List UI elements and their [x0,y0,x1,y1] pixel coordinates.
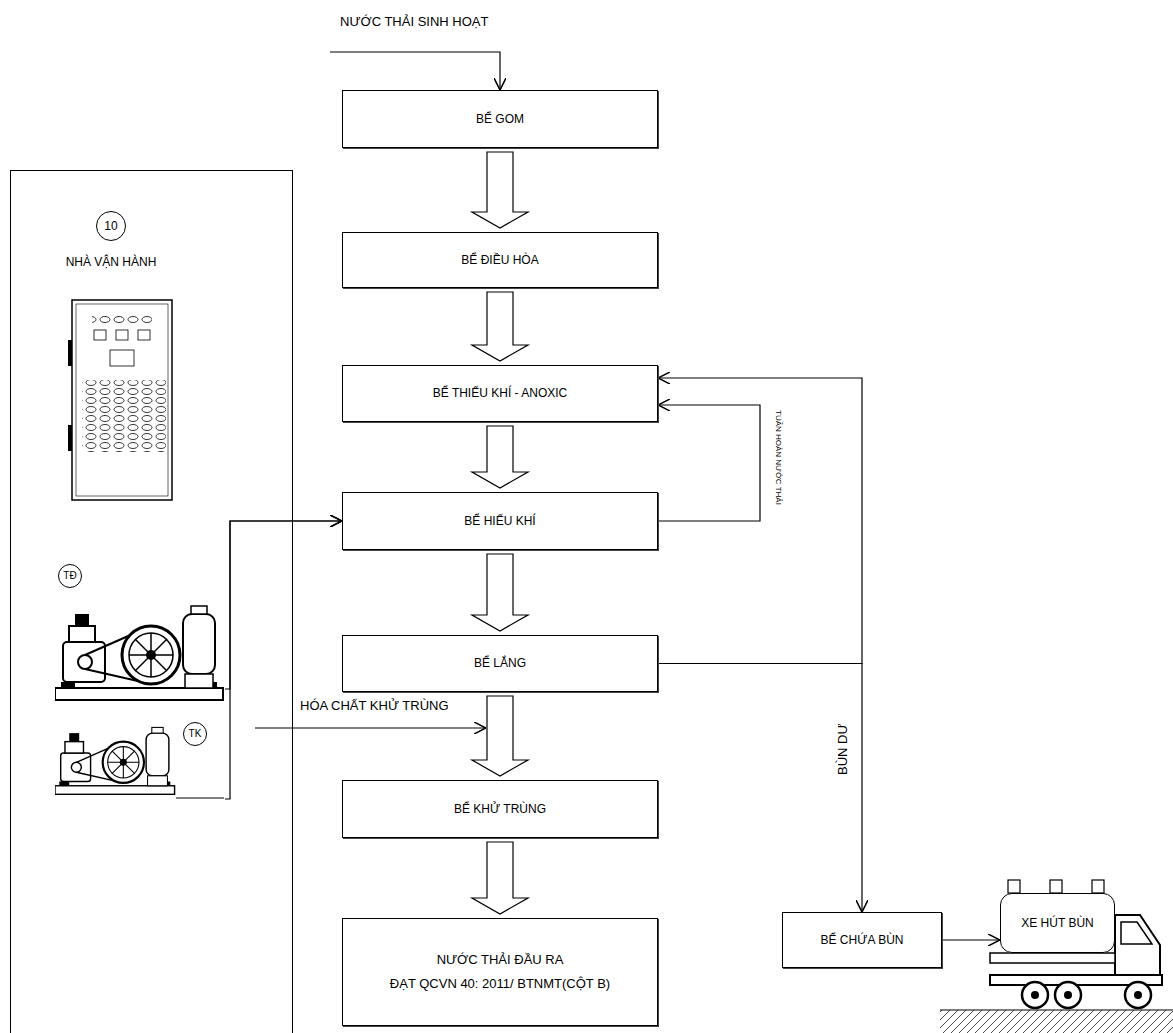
callout-number: 10 [96,211,126,241]
control-cabinet [68,300,172,500]
edge-label: BÙN DƯ [836,723,850,775]
drawing-part [1121,922,1152,944]
drawing-part [76,304,168,496]
node-label: BỂ LẮNG [474,656,526,671]
influent-line [330,52,500,90]
drawing-part [940,1010,1173,1033]
callout-number: TĐ [58,564,82,588]
drawing-part [330,52,500,90]
drawing-part [110,350,134,366]
drawing-part [68,425,72,451]
air-blower [55,606,223,700]
drawing-part [176,797,224,798]
connector-line [658,378,862,664]
drawing-part [1092,880,1104,893]
drawing-part [1064,991,1072,999]
process-box: BỂ THIẾU KHÍ - ANOXIC [342,365,658,422]
flow-arrow [472,696,528,776]
flow-arrow [472,842,528,914]
sludge-tank-box: BỂ CHỨA BÙN [782,912,942,968]
connector-line [225,521,342,689]
connector-line [942,939,1000,940]
drawing-part [72,300,172,500]
flow-arrow [472,292,528,361]
drawing-part [82,380,166,452]
output-box: NƯỚC THẢI ĐẦU RA ĐẠT QCVN 40: 2011/ BTNMT… [342,918,658,1026]
node-label: BỂ THIẾU KHÍ - ANOXIC [433,386,567,401]
process-box: BỂ HIẾU KHÍ [342,492,658,550]
connector-line [225,521,342,799]
drawing-part [1125,982,1151,1008]
ground-hatch [940,1010,1173,1033]
drawing-part [1050,880,1062,893]
node-label: NƯỚC THẢI ĐẦU RA [437,952,564,968]
drawing-part [1008,880,1020,893]
sludge-truck [990,880,1162,1008]
blower-unit: TĐ [31,556,225,706]
node-label: BỂ KHỬ TRÙNG [454,802,546,817]
drawing-part [116,330,128,340]
drawing-part [92,314,152,324]
edge-label: TUẦN HOÀN NƯỚC THẢI [773,410,782,505]
node-label: BỂ HIẾU KHÍ [464,514,535,529]
drawing-part [255,727,486,728]
process-box: BỂ GOM [342,90,658,148]
inflow-label: NƯỚC THẢI SINH HOẠT [340,14,488,29]
connector-line [658,405,760,521]
drawing-part [1031,991,1039,999]
callout-number: TK [183,722,207,746]
drawing-part [1134,991,1142,999]
process-box: BỂ LẮNG [342,635,658,692]
process-box: BỂ ĐIỀU HÒA [342,232,658,288]
blower-unit: TK [31,716,225,831]
operation-house: 10NHÀ VẬN HÀNH TĐ TK [10,170,293,1033]
process-box: BỂ KHỬ TRÙNG [342,780,658,838]
drawing-part [1022,982,1048,1008]
flow-arrow [472,152,528,228]
sludge-truck-tank: XE HÚT BÙN [1000,893,1115,953]
drawing-part [94,330,106,340]
node-label: BỂ CHỨA BÙN [821,933,904,948]
node-label: ĐẠT QCVN 40: 2011/ BTNMT(CỘT B) [390,976,610,992]
node-label: BỂ GOM [476,112,524,127]
drawing-part [55,606,223,700]
node-label: XE HÚT BÙN [1021,916,1093,931]
node-label: BỂ ĐIỀU HÒA [461,253,538,268]
chemical-line [255,728,486,729]
drawing-part [1055,982,1081,1008]
flow-arrow [472,426,528,488]
drawing-part [68,340,72,366]
connector-line [658,664,862,913]
drawing-part [55,727,175,794]
chemical-label: HÓA CHẤT KHỬ TRÙNG [300,698,449,713]
drawing-part [990,953,1115,963]
flow-arrow [472,554,528,631]
node-label: NHÀ VẬN HÀNH [66,255,157,270]
house-heading: 10NHÀ VẬN HÀNH [51,211,171,270]
drawing-part [138,330,150,340]
